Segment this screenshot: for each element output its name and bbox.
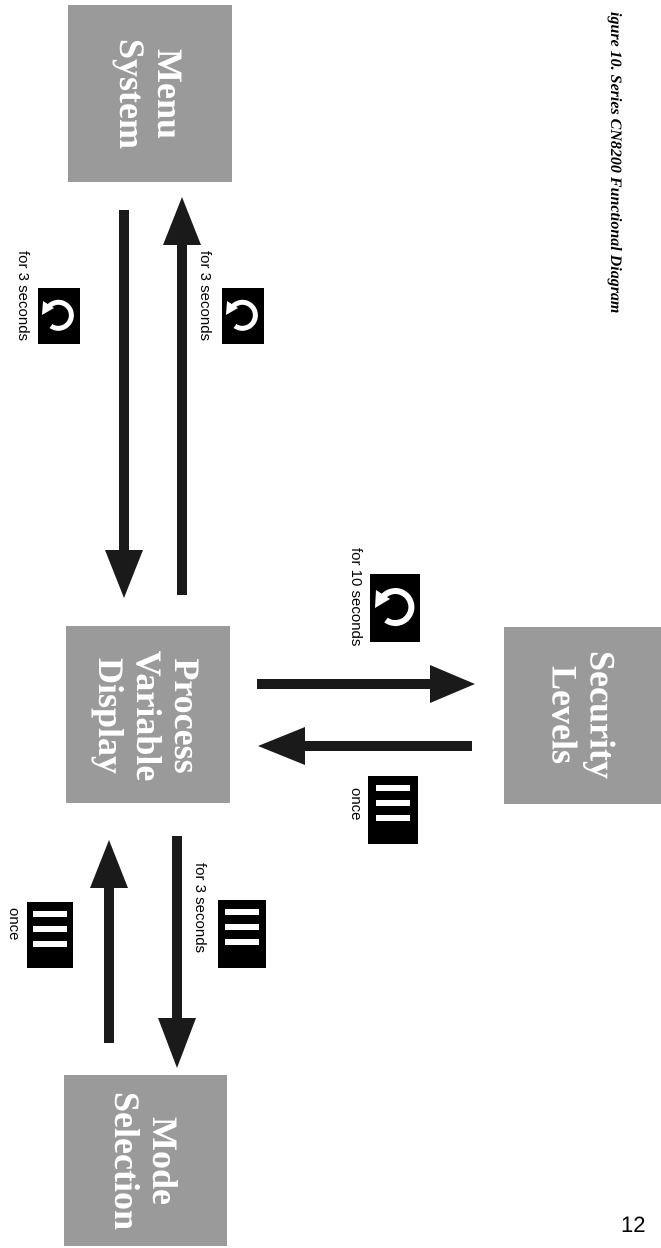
- security-left-arrow-head: [258, 727, 305, 765]
- security-levels-box: [504, 627, 661, 804]
- rotate-arrow-icon: [222, 288, 264, 344]
- rotate-arrow-icon: [38, 288, 80, 344]
- mode-up-arrow-shaft: [104, 878, 114, 1043]
- mode-up-label: once: [6, 908, 23, 941]
- security-right-label: for 10 seconds: [348, 548, 365, 647]
- three-bars-icon: [218, 900, 266, 968]
- three-bars-icon: [368, 776, 418, 844]
- menu-down-label: for 3 seconds: [15, 251, 32, 342]
- security-left-label: once: [348, 788, 365, 821]
- mode-down-label: for 3 seconds: [192, 863, 209, 954]
- process-variable-display-box: [66, 626, 230, 803]
- mode-down-arrow-head: [158, 1018, 196, 1068]
- rotate-arrow-icon: [370, 574, 420, 642]
- menu-up-arrow-shaft: [177, 235, 187, 595]
- menu-up-arrow-head: [163, 197, 201, 245]
- menu-up-label: for 3 seconds: [197, 251, 214, 342]
- three-bars-icon: [27, 902, 73, 968]
- mode-down-arrow-shaft: [172, 836, 182, 1026]
- mode-up-arrow-head: [90, 840, 128, 888]
- menu-system-box: [68, 5, 232, 182]
- mode-selection-box: [64, 1075, 227, 1246]
- security-right-arrow-head: [430, 665, 475, 703]
- security-left-arrow-shaft: [295, 741, 472, 751]
- security-right-arrow-shaft: [257, 679, 437, 689]
- menu-down-arrow-shaft: [119, 210, 129, 560]
- menu-down-arrow-head: [105, 550, 143, 598]
- page-number: 12: [621, 1212, 646, 1237]
